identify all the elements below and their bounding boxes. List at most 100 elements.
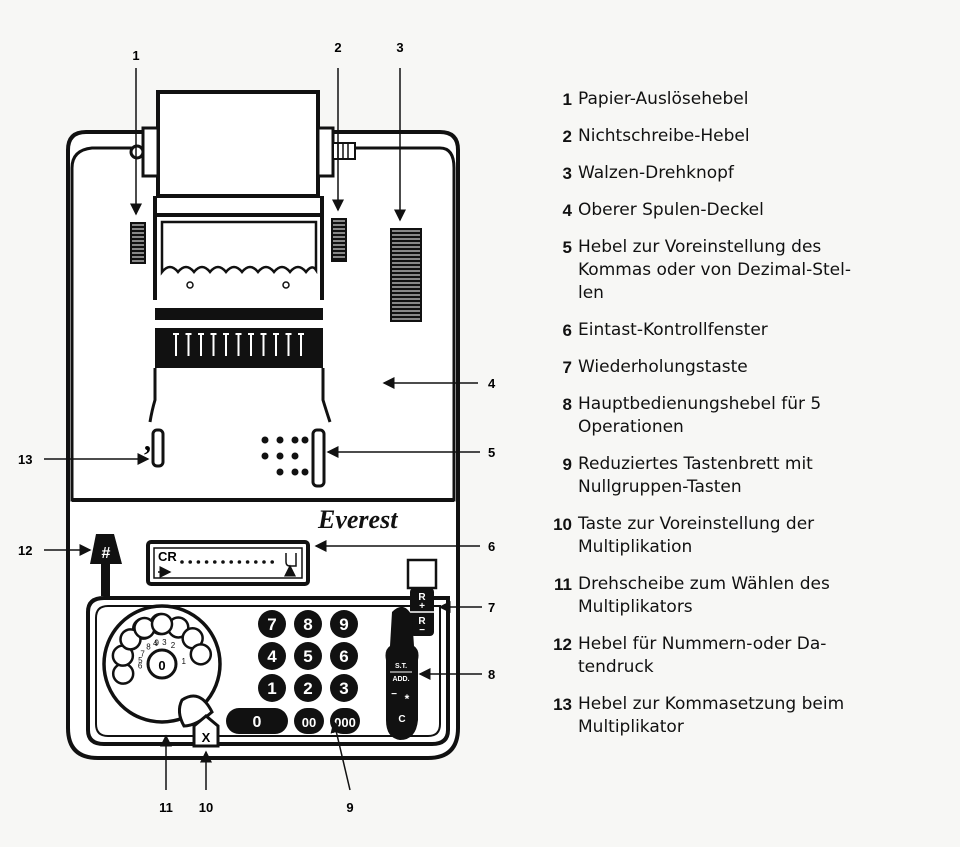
- key-1[interactable]: [258, 674, 286, 702]
- decimal-dots: [261, 436, 309, 476]
- window-dot: [204, 560, 209, 564]
- legend-text: Hauptbedienungshebel für 5 Operationen: [578, 394, 822, 437]
- platen-right-end: [316, 126, 335, 178]
- paper-release-lever[interactable]: [130, 222, 146, 264]
- key-4[interactable]: [258, 642, 286, 670]
- repeat-key-plus: +: [419, 601, 425, 612]
- x-key[interactable]: [192, 714, 220, 748]
- window-dot: [180, 560, 184, 564]
- dial-digit: 4: [153, 639, 158, 648]
- key-6[interactable]: [330, 642, 358, 670]
- counter-label: CR: [158, 549, 177, 564]
- decimal-dot: [276, 452, 284, 460]
- key-label: 9: [339, 615, 348, 634]
- dial-digit: 6: [138, 662, 143, 671]
- dial-hole: [189, 643, 213, 666]
- callout-8: 8: [488, 667, 495, 682]
- key-label: 00: [302, 715, 316, 730]
- key-label: 0: [253, 714, 262, 731]
- callout-6: 6: [488, 539, 495, 554]
- key-label: 6: [339, 647, 348, 666]
- repeat-key-minus: −: [419, 625, 425, 636]
- comma-symbol: ,: [144, 426, 151, 457]
- key-9[interactable]: [330, 610, 358, 638]
- window-dots: [180, 560, 275, 564]
- legend-text: Papier-Auslösehebel: [578, 89, 749, 109]
- torn-paper-edge: [160, 220, 318, 276]
- legend-number: 9: [562, 455, 572, 474]
- legend-number: 3: [562, 164, 572, 183]
- legend-text: Drehscheibe zum Wählen des Multiplikator…: [578, 574, 830, 617]
- legend-number: 7: [562, 358, 572, 377]
- window-dot: [254, 560, 258, 564]
- dial-digit: 3: [162, 638, 167, 647]
- legend-item: 1 Papier-Auslösehebel: [538, 88, 900, 111]
- legend-number: 11: [554, 575, 572, 594]
- legend-number: 2: [562, 127, 572, 146]
- decimal-dot: [291, 452, 299, 460]
- decimal-dot: [261, 436, 269, 444]
- callout-5: 5: [488, 445, 495, 460]
- key-00[interactable]: [294, 708, 324, 734]
- decimal-dot: [261, 452, 269, 460]
- paper-guide: [153, 196, 324, 300]
- paper-roll: [156, 90, 320, 198]
- key-7[interactable]: [258, 610, 286, 638]
- legend-item: 4 Oberer Spulen-Deckel: [538, 199, 900, 222]
- decimal-lever[interactable]: [311, 428, 326, 488]
- key-3[interactable]: [330, 674, 358, 702]
- x-key-label: X: [202, 730, 211, 745]
- dial-digit: 1: [182, 657, 187, 666]
- key-label: 7: [267, 615, 276, 634]
- legend-number: 1: [562, 90, 572, 109]
- dial-digit: 5: [138, 656, 143, 665]
- key-label: 000: [334, 715, 356, 730]
- legend-item: 2 Nichtschreibe-Hebel: [538, 125, 900, 148]
- legend-number: 13: [553, 695, 572, 714]
- callout-12: 12: [18, 543, 32, 558]
- legend-list: 1 Papier-Auslösehebel 2 Nichtschreibe-Hebe…: [538, 88, 900, 753]
- dial-hole: [150, 612, 174, 636]
- platen-left-end: [141, 126, 160, 178]
- window-dot: [196, 560, 201, 564]
- legend-text: Nichtschreibe-Hebel: [578, 126, 750, 146]
- key-label: 1: [267, 679, 276, 698]
- callout-9: 9: [346, 800, 353, 815]
- legend-number: 5: [562, 238, 572, 257]
- legend-number: 4: [562, 201, 572, 220]
- hash-label: #: [102, 545, 111, 562]
- legend-text: Oberer Spulen-Deckel: [578, 200, 764, 220]
- comma-lever[interactable]: [151, 428, 165, 468]
- legend-number: 10: [553, 515, 572, 534]
- key-label: 4: [267, 647, 277, 666]
- dial-holes: [111, 612, 213, 685]
- operation-lever[interactable]: [385, 606, 419, 740]
- key-5[interactable]: [294, 642, 322, 670]
- dial-digit: 7: [140, 650, 145, 659]
- op-lever-star: *: [405, 692, 410, 706]
- decimal-dot: [291, 468, 299, 476]
- key-2[interactable]: [294, 674, 322, 702]
- window-dot: [270, 560, 275, 564]
- window-dot: [262, 560, 266, 564]
- legend-number: 12: [553, 635, 572, 654]
- key-8[interactable]: [294, 610, 322, 638]
- callout-11: 11: [159, 800, 173, 815]
- window-dot: [229, 560, 233, 564]
- repeat-key-housing: [406, 558, 438, 590]
- legend-text: Walzen-Drehknopf: [578, 163, 734, 183]
- callout-4: 4: [488, 376, 496, 391]
- key-label: 3: [339, 679, 348, 698]
- hash-lever-knob[interactable]: [90, 534, 122, 564]
- dial-digit: 8: [146, 643, 151, 652]
- key-0[interactable]: [226, 708, 288, 734]
- decimal-dot: [291, 436, 299, 444]
- legend-text: Hebel für Nummern-oder Da- tendruck: [578, 634, 827, 677]
- legend-number: 6: [562, 321, 572, 340]
